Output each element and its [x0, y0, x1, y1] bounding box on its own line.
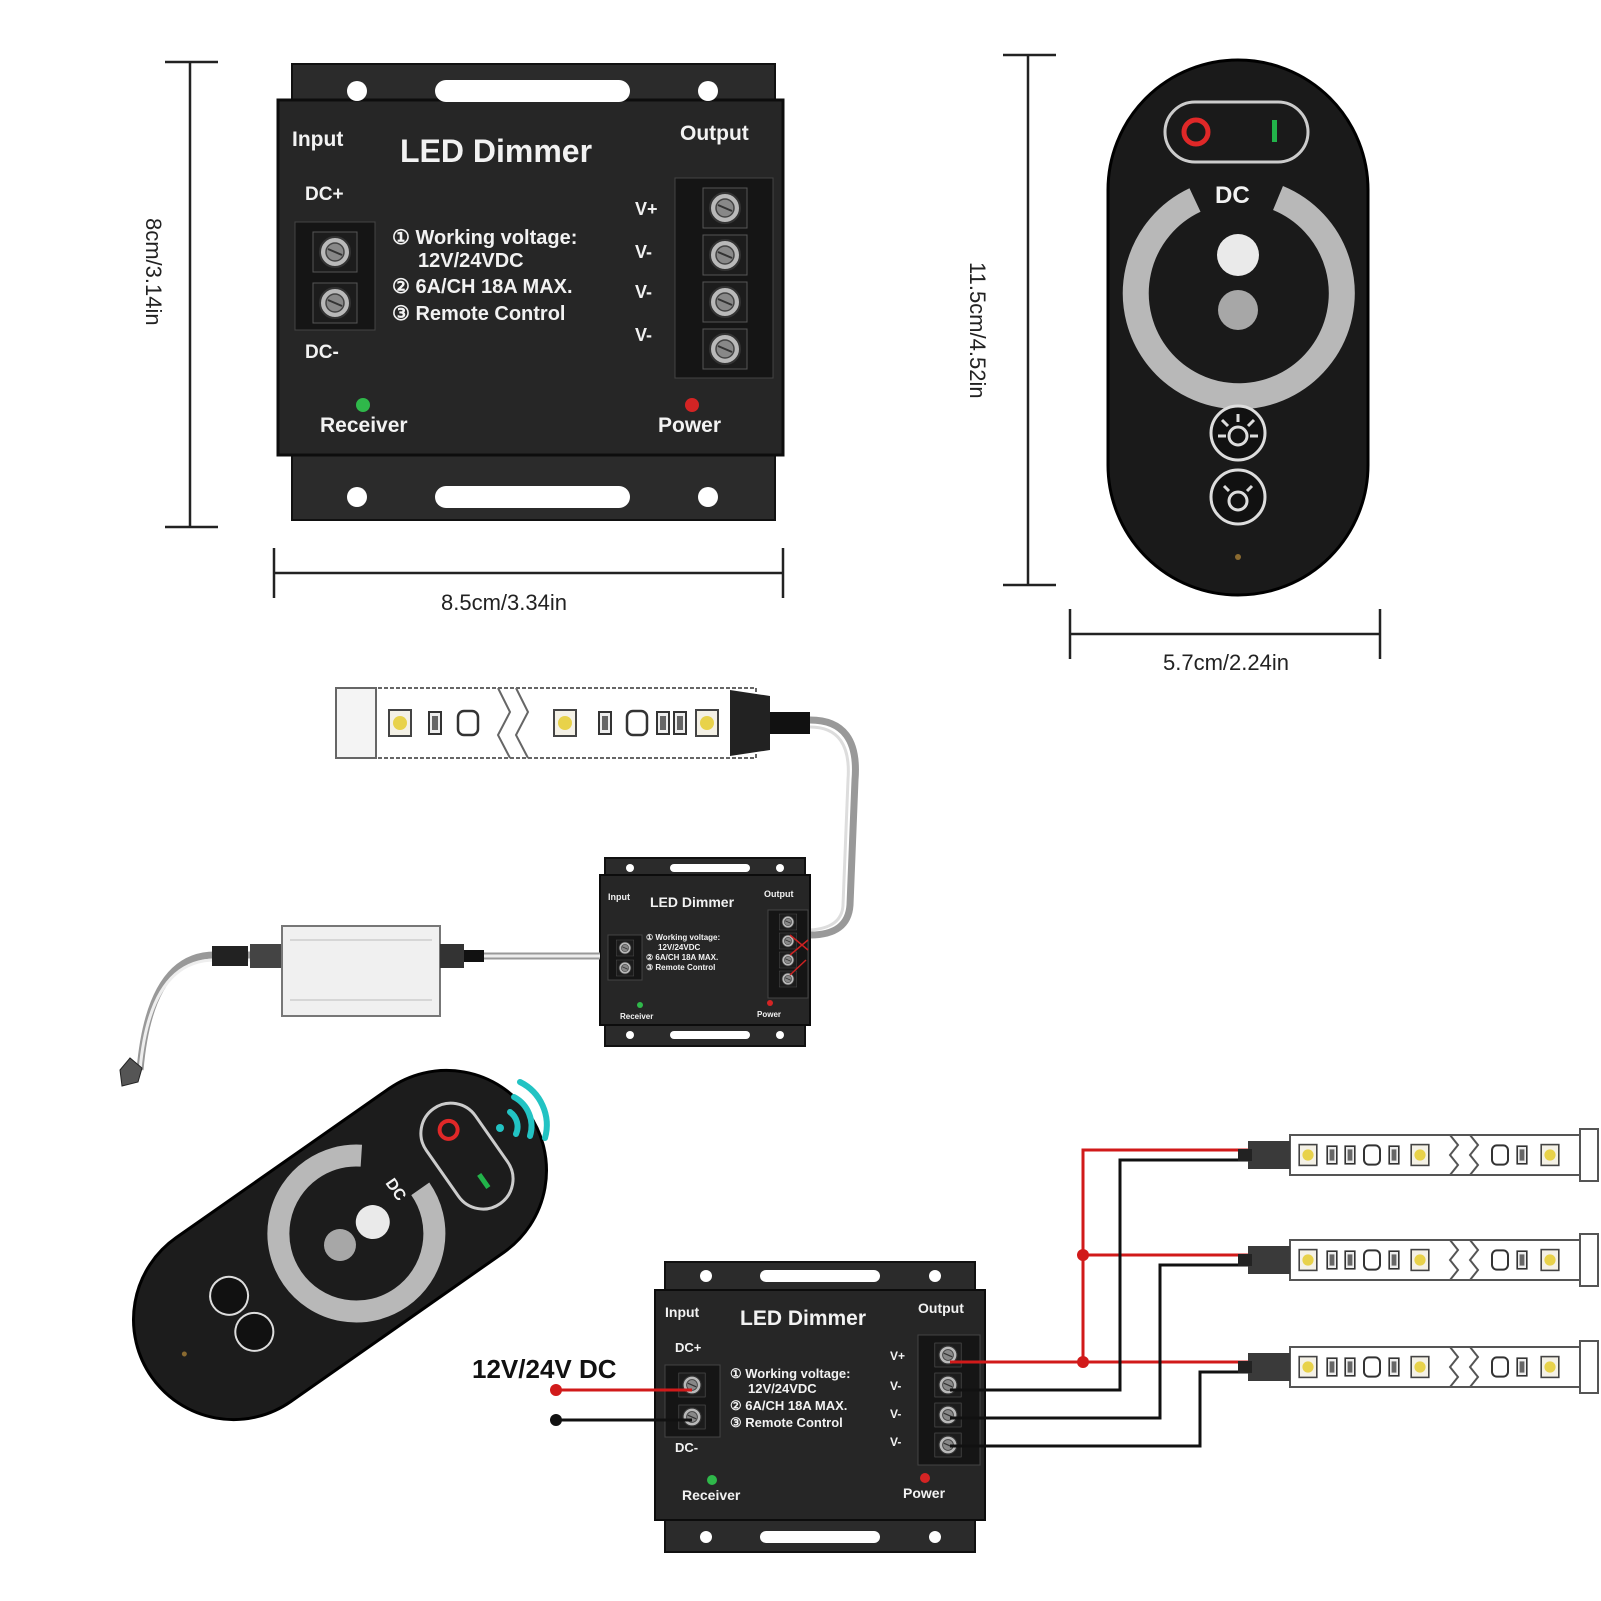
bulb-dim-icon[interactable]	[1209, 468, 1267, 526]
dimmer-top-view: Input Output LED Dimmer DC+ DC- V+ V- V-…	[276, 63, 785, 521]
wiring-dc-plus: DC+	[675, 1340, 702, 1355]
output-positive-bus	[950, 1148, 1248, 1368]
dimmer-width-text: 8.5cm/3.34in	[441, 590, 567, 615]
dc-plus-label: DC+	[305, 184, 344, 205]
small-device-title: LED Dimmer	[650, 894, 735, 910]
small-spec-voltage-value: 12V/24VDC	[658, 943, 700, 952]
wiring-dc-minus: DC-	[675, 1440, 698, 1455]
wiring-v-plus: V+	[890, 1349, 905, 1363]
dc-label: DC	[1215, 182, 1250, 209]
dimmer-small: Input Output LED Dimmer ① Working voltag…	[599, 857, 811, 1047]
dimmer-height-dimension	[165, 60, 218, 529]
led-strip-1	[1238, 1129, 1598, 1181]
wiring-device-title: LED Dimmer	[740, 1307, 866, 1330]
dimmer-width-dimension	[272, 548, 785, 598]
small-spec-current: ② 6A/CH 18A MAX.	[646, 953, 718, 962]
receiver-label: Receiver	[320, 414, 408, 437]
power-led	[685, 398, 699, 412]
small-power-label: Power	[757, 1010, 781, 1019]
input-label: Input	[292, 128, 343, 151]
spec-voltage-value: 12V/24VDC	[418, 250, 524, 272]
wiring-spec-voltage: ① Working voltage:	[730, 1366, 850, 1381]
wiring-spec-current: ② 6A/CH 18A MAX.	[730, 1398, 847, 1413]
v-minus-label-2: V-	[635, 282, 652, 302]
led-strip-2	[1238, 1234, 1598, 1286]
small-receiver-label: Receiver	[620, 1012, 653, 1021]
remote-height-dimension	[1003, 53, 1056, 587]
output-negative-wires	[950, 1158, 1248, 1448]
wiring-v-minus-2: V-	[890, 1407, 901, 1421]
v-plus-label: V+	[635, 199, 658, 219]
wiring-receiver-label: Receiver	[682, 1487, 741, 1503]
ring-button-upper[interactable]	[1217, 234, 1259, 276]
spec-current: ② 6A/CH 18A MAX.	[392, 276, 573, 298]
wiring-v-minus-3: V-	[890, 1435, 901, 1449]
spec-voltage: ① Working voltage:	[392, 227, 577, 249]
remote-width-text: 5.7cm/2.24in	[1163, 650, 1289, 675]
power-label: Power	[658, 414, 721, 437]
wiring-output-label: Output	[918, 1300, 964, 1316]
wiring-input-label: Input	[665, 1304, 700, 1320]
small-input-label: Input	[608, 892, 630, 902]
device-title: LED Dimmer	[400, 133, 592, 169]
small-spec-remote: ③ Remote Control	[646, 963, 715, 972]
receiver-led	[356, 398, 370, 412]
remote-top-view: DC	[1106, 58, 1370, 597]
wiring-power-label: Power	[903, 1485, 946, 1501]
wiring-v-minus-1: V-	[890, 1379, 901, 1393]
wireless-signal-icon	[496, 1079, 550, 1141]
power-supply	[119, 925, 600, 1087]
spec-remote: ③ Remote Control	[392, 303, 566, 325]
wiring-spec-remote: ③ Remote Control	[730, 1415, 843, 1430]
dc-minus-label: DC-	[305, 342, 339, 363]
wiring-spec-voltage-value: 12V/24VDC	[748, 1381, 817, 1396]
led-strip-overview	[335, 687, 859, 939]
remote-width-dimension	[1068, 609, 1382, 659]
small-spec-voltage: ① Working voltage:	[646, 933, 720, 942]
dimming-ring[interactable]	[1122, 185, 1355, 410]
dimmer-wiring: Input Output LED Dimmer DC+ DC- V+ V- V-…	[654, 1261, 986, 1553]
ring-button-lower[interactable]	[1218, 290, 1258, 330]
supply-negative-wire	[550, 1414, 692, 1426]
led-strip-3	[1238, 1341, 1598, 1393]
remote-angled	[132, 1068, 548, 1422]
remote-height-text: 11.5cm/4.52in	[965, 262, 990, 399]
power-toggle-icon[interactable]	[1181, 117, 1277, 147]
small-output-label: Output	[764, 889, 794, 899]
v-minus-label-3: V-	[635, 325, 652, 345]
supply-positive-wire	[550, 1384, 692, 1396]
bulb-bright-icon[interactable]	[1209, 404, 1267, 462]
output-label: Output	[680, 122, 749, 145]
dimmer-height-text: 8cm/3.14in	[141, 218, 166, 326]
v-minus-label-1: V-	[635, 242, 652, 262]
supply-label: 12V/24V DC	[472, 1354, 617, 1384]
